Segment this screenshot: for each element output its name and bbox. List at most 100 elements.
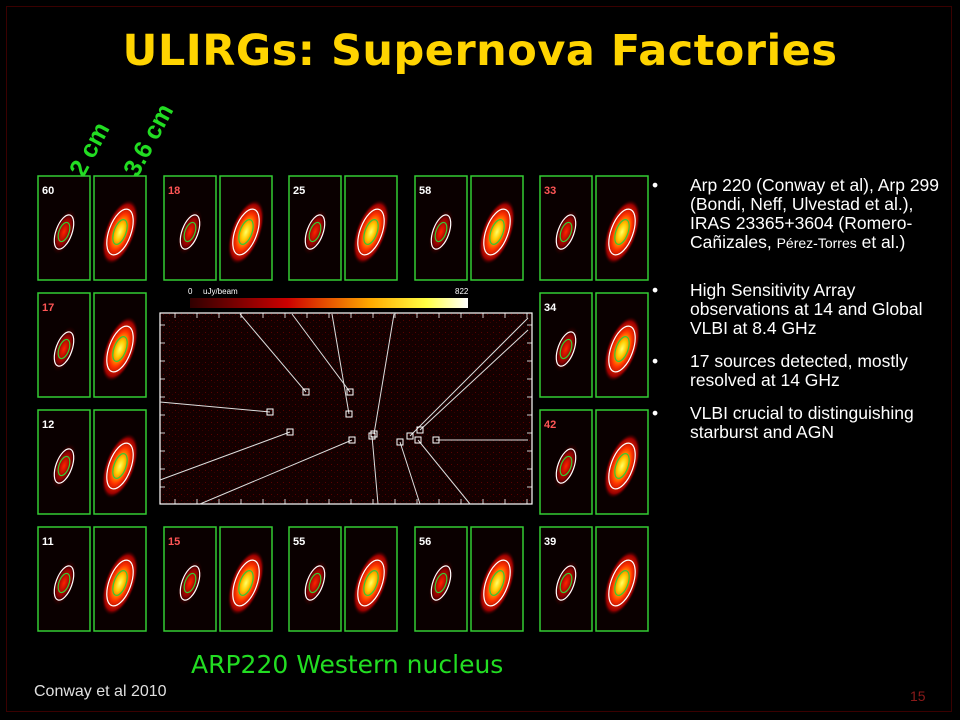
leader-line	[409, 317, 529, 437]
leader-line	[373, 313, 395, 435]
source-marker	[396, 438, 404, 446]
bullet-dot: •	[652, 175, 659, 195]
contour-outer	[430, 565, 452, 601]
colorbar-unit-label: uJy/beam	[203, 287, 238, 296]
emission-blob	[177, 209, 203, 255]
colorbar-min-label: 0	[188, 287, 193, 296]
bullet-item: • Arp 220 (Conway et al), Arp 299 (Bondi…	[652, 176, 942, 253]
bullet-text-tail: et al.)	[856, 232, 906, 252]
source-marker	[346, 388, 354, 396]
emission-blob	[478, 550, 516, 616]
contour-outer	[232, 559, 260, 607]
contour-inner	[183, 572, 197, 594]
bullet-item: • High Sensitivity Array observations at…	[652, 281, 942, 338]
panel-source-label: 11	[42, 536, 54, 548]
contour-outer	[608, 559, 636, 607]
contour-inner	[614, 453, 630, 479]
panel-source-label: 17	[42, 302, 54, 314]
contour-inner	[434, 572, 448, 594]
contour-outer	[555, 565, 577, 601]
source-marker	[370, 430, 378, 438]
contour-inner	[112, 570, 128, 596]
contour-inner	[112, 336, 128, 362]
emission-blob	[177, 560, 203, 606]
panel-source-label: 60	[42, 185, 54, 197]
contour-outer	[304, 565, 326, 601]
bullet-text-small: Pérez-Torres	[776, 235, 857, 251]
contour-inner	[614, 336, 630, 362]
contour-outer	[106, 442, 134, 490]
contour-inner	[112, 219, 128, 245]
emission-blob	[51, 443, 77, 489]
emission-blob	[352, 199, 390, 265]
source-marker	[302, 388, 310, 396]
emission-blob	[553, 326, 579, 372]
leader-line	[419, 329, 529, 431]
contour-inner	[112, 453, 128, 479]
bullet-item: • VLBI crucial to distinguishing starbur…	[652, 404, 942, 442]
leader-line	[371, 435, 379, 505]
panel-source-label: 15	[168, 536, 180, 548]
emission-blob	[51, 326, 77, 372]
contour-outer	[483, 559, 511, 607]
contour-outer	[304, 214, 326, 250]
contour-inner	[559, 572, 573, 594]
bullet-dot: •	[652, 351, 659, 371]
emission-blob	[51, 209, 77, 255]
panel-source-label: 39	[544, 536, 556, 548]
emission-blob	[553, 443, 579, 489]
contour-inner	[489, 219, 505, 245]
bullet-list: • Arp 220 (Conway et al), Arp 299 (Bondi…	[652, 176, 942, 456]
leader-line	[417, 439, 471, 505]
emission-blob	[101, 199, 139, 265]
leader-line	[239, 313, 307, 393]
slide-frame	[6, 6, 952, 712]
central-map-frame	[159, 312, 533, 505]
bullet-text: High Sensitivity Array observations at 1…	[690, 280, 923, 338]
colorbar: 0 uJy/beam 822	[188, 287, 469, 308]
contour-outer	[608, 442, 636, 490]
contour-inner	[434, 221, 448, 243]
central-map-ticks	[160, 313, 532, 504]
bullet-text: 17 sources detected, mostly resolved at …	[690, 351, 908, 390]
contour-inner	[614, 219, 630, 245]
contour-outer	[555, 214, 577, 250]
credit-text: Conway et al 2010	[34, 683, 167, 700]
emission-blob	[302, 560, 328, 606]
source-marker	[286, 428, 294, 436]
source-marker	[348, 436, 356, 444]
panel-source-label: 18	[168, 185, 180, 197]
bullet-dot: •	[652, 403, 659, 423]
contour-outer	[357, 208, 385, 256]
contour-inner	[308, 572, 322, 594]
bullet-dot: •	[652, 280, 659, 300]
central-map	[159, 312, 533, 505]
leader-line	[331, 313, 350, 415]
right-source-1-2cm-panel	[539, 409, 593, 515]
contour-outer	[179, 214, 201, 250]
contour-outer	[179, 565, 201, 601]
contour-inner	[57, 572, 71, 594]
contour-outer	[608, 208, 636, 256]
source-marker	[416, 426, 424, 434]
emission-blob	[603, 433, 641, 499]
emission-blob	[603, 316, 641, 382]
contour-outer	[357, 559, 385, 607]
contour-outer	[106, 559, 134, 607]
bullet-item: • 17 sources detected, mostly resolved a…	[652, 352, 942, 390]
panel-source-label: 12	[42, 419, 54, 431]
contour-outer	[53, 448, 75, 484]
contour-inner	[57, 455, 71, 477]
source-marker	[345, 410, 353, 418]
emission-blob	[478, 199, 516, 265]
leader-line	[159, 401, 271, 413]
contour-inner	[238, 219, 254, 245]
emission-blob	[101, 316, 139, 382]
panel-source-label: 56	[419, 536, 431, 548]
source-marker	[368, 432, 376, 440]
emission-blob	[428, 560, 454, 606]
panel-source-label: 33	[544, 185, 556, 197]
contour-outer	[232, 208, 260, 256]
